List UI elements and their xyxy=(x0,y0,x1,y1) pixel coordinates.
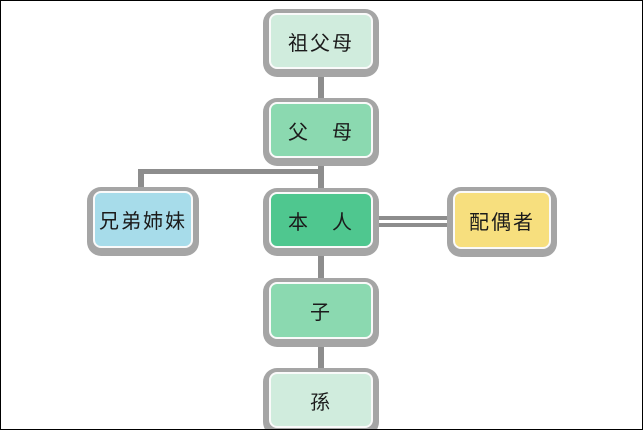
node-child: 子 xyxy=(269,282,373,339)
connector-grandparents-parents xyxy=(318,67,324,104)
connector-parents-self xyxy=(318,156,324,194)
node-parents: 父 母 xyxy=(269,102,373,158)
node-grandparents-label: 祖父母 xyxy=(288,30,354,55)
node-siblings: 兄弟姉妹 xyxy=(93,191,193,248)
connector-siblings-branch-horizontal xyxy=(138,169,324,174)
node-self-label: 本 人 xyxy=(288,209,354,234)
node-self: 本 人 xyxy=(269,192,373,248)
node-child-label: 子 xyxy=(310,300,332,324)
node-grandchild-label: 孫 xyxy=(310,389,332,414)
node-grandparents: 祖父母 xyxy=(269,13,373,69)
node-spouse: 配偶者 xyxy=(453,191,551,249)
connector-self-spouse-marriage xyxy=(373,216,453,227)
node-parents-label: 父 母 xyxy=(288,119,354,144)
connector-self-child xyxy=(318,246,324,284)
node-siblings-label: 兄弟姉妹 xyxy=(99,209,187,233)
node-grandchild: 孫 xyxy=(269,372,373,428)
node-spouse-label: 配偶者 xyxy=(469,209,535,234)
connector-child-grandchild xyxy=(318,337,324,374)
connector-siblings-branch-vertical xyxy=(138,171,144,193)
